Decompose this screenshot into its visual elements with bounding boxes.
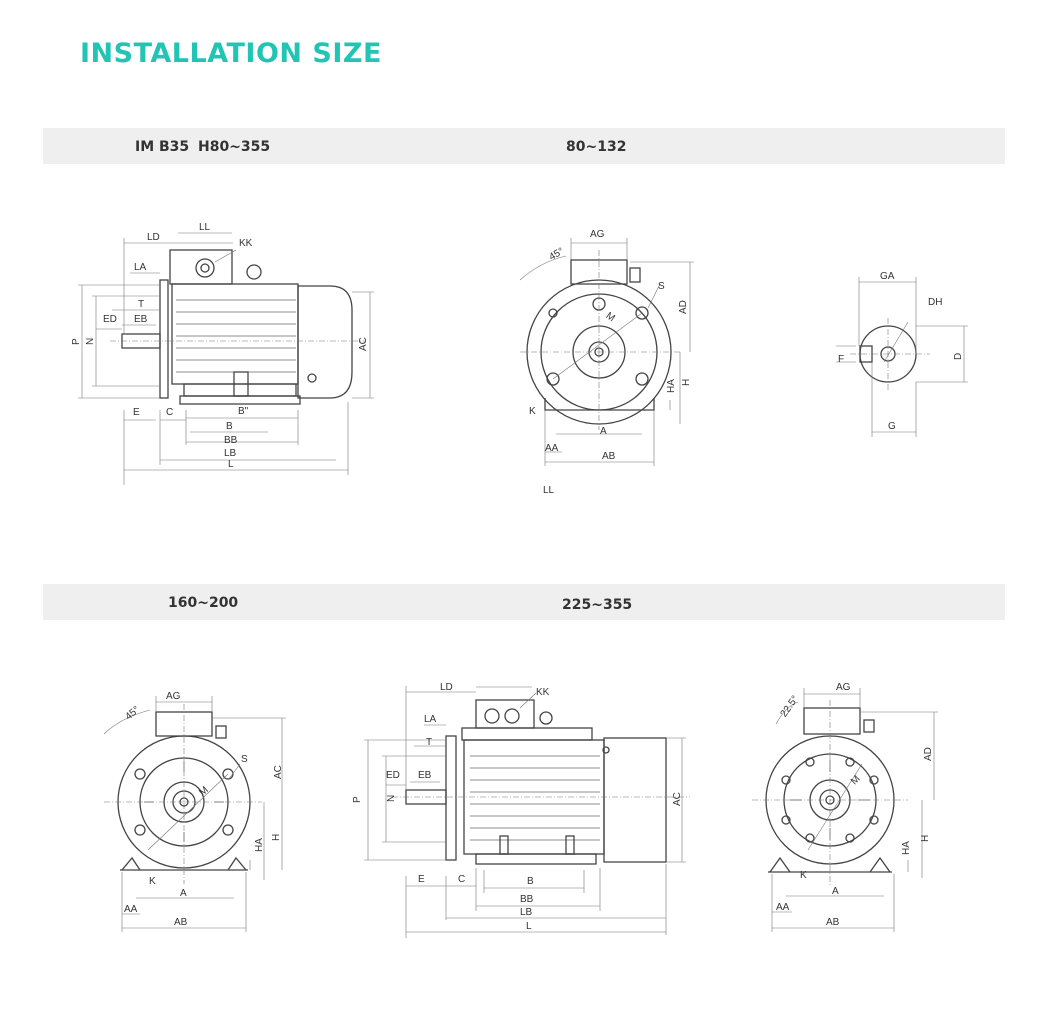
range-label: H80~355 bbox=[198, 139, 271, 155]
dim-k: K bbox=[529, 406, 536, 417]
section-header-row2 bbox=[43, 584, 1005, 620]
dim-l: L bbox=[228, 459, 234, 470]
front-range-label: 80~132 bbox=[566, 139, 627, 155]
dim-aa-c: AA bbox=[776, 902, 790, 913]
shaft-section: GA DH F D G bbox=[836, 271, 968, 437]
dim-ag-b: AG bbox=[166, 691, 181, 702]
front-view-225-355: AG 22.5° M AD HA H K A AA AB bbox=[752, 682, 938, 932]
dim-e: E bbox=[133, 407, 140, 418]
dim-k-c: K bbox=[800, 870, 807, 881]
frame-160-200-label: 160~200 bbox=[168, 595, 239, 611]
angle-45: 45° bbox=[547, 246, 566, 263]
dim-a-b: A bbox=[180, 888, 187, 899]
dim-kk-b: KK bbox=[536, 687, 550, 698]
dim-h-b: H bbox=[271, 834, 282, 841]
dim-p: P bbox=[71, 338, 82, 345]
dim-a-c: A bbox=[832, 886, 839, 897]
dim-aa-b: AA bbox=[124, 904, 138, 915]
dim-ha-c: HA bbox=[901, 841, 912, 855]
dim-c-b: C bbox=[458, 874, 465, 885]
dim-n-b: N bbox=[386, 795, 397, 802]
front-view-80-132: AG 45° S M AD HA H K A AA AB LL bbox=[519, 229, 694, 496]
dim-ed: ED bbox=[103, 314, 117, 325]
dim-dh: DH bbox=[928, 297, 942, 308]
dim-ag-c: AG bbox=[836, 682, 851, 693]
dim-m-b: M bbox=[197, 785, 210, 799]
page-title: INSTALLATION SIZE bbox=[80, 38, 382, 69]
dim-ac-sb: AC bbox=[672, 792, 683, 806]
dim-eb-b: EB bbox=[418, 770, 432, 781]
dim-b2: B" bbox=[238, 406, 249, 417]
dim-ll-front: LL bbox=[543, 485, 555, 496]
dim-m: M bbox=[604, 310, 617, 324]
dim-c: C bbox=[166, 407, 173, 418]
dim-lb-b: LB bbox=[520, 907, 533, 918]
dim-ab: AB bbox=[602, 451, 616, 462]
dim-ad: AD bbox=[678, 300, 689, 314]
dim-g: G bbox=[888, 421, 896, 432]
angle-22-5: 22.5° bbox=[779, 694, 801, 720]
dim-a: A bbox=[600, 426, 607, 437]
dim-t-b: T bbox=[426, 737, 432, 748]
dim-ac-b: AC bbox=[273, 765, 284, 779]
dim-s-b: S bbox=[241, 754, 248, 765]
dim-ll: LL bbox=[199, 222, 211, 233]
mount-label: IM B35 bbox=[135, 139, 190, 155]
angle-45-b: 45° bbox=[123, 704, 142, 722]
dim-k-b: K bbox=[149, 876, 156, 887]
front-view-160-200: AG 45° S M AC HA H K A AA AB bbox=[103, 691, 286, 932]
dim-ha-b: HA bbox=[254, 838, 265, 852]
dim-b: B bbox=[226, 421, 233, 432]
dim-kk: KK bbox=[239, 238, 253, 249]
side-view-large: LD KK LA T ED EB P N AC E C B BB LB L bbox=[352, 682, 690, 938]
frame-225-355-label: 225~355 bbox=[562, 597, 633, 613]
dim-la: LA bbox=[134, 262, 147, 273]
dim-t: T bbox=[138, 299, 144, 310]
dim-m-c: M bbox=[849, 774, 863, 788]
dim-ab-c: AB bbox=[826, 917, 840, 928]
dim-l-b: L bbox=[526, 921, 532, 932]
dim-la-b: LA bbox=[424, 714, 437, 725]
dim-ld: LD bbox=[147, 232, 160, 243]
dim-f: F bbox=[838, 354, 844, 365]
dim-h-c: H bbox=[920, 835, 931, 842]
dim-eb: EB bbox=[134, 314, 148, 325]
dim-d: D bbox=[953, 353, 964, 360]
dim-h: H bbox=[681, 379, 692, 386]
dim-bb-b: BB bbox=[520, 894, 534, 905]
dim-aa: AA bbox=[545, 443, 559, 454]
dim-ga: GA bbox=[880, 271, 895, 282]
dim-ag: AG bbox=[590, 229, 605, 240]
side-view-small: LD LL KK LA T ED EB P N AC E C B" B BB L… bbox=[71, 222, 374, 485]
dim-bdim-b: B bbox=[527, 876, 534, 887]
dim-ac: AC bbox=[358, 337, 369, 351]
dim-bb: BB bbox=[224, 435, 238, 446]
dim-lb: LB bbox=[224, 448, 237, 459]
section-header-row1 bbox=[43, 128, 1005, 164]
dim-p-b: P bbox=[352, 796, 363, 803]
dim-n: N bbox=[85, 338, 96, 345]
dim-ld-b: LD bbox=[440, 682, 453, 693]
dim-ed-b: ED bbox=[386, 770, 400, 781]
dim-ad-c: AD bbox=[923, 747, 934, 761]
dim-e-b: E bbox=[418, 874, 425, 885]
dim-ha: HA bbox=[666, 379, 677, 393]
dim-ab-b: AB bbox=[174, 917, 188, 928]
dim-s: S bbox=[658, 281, 665, 292]
